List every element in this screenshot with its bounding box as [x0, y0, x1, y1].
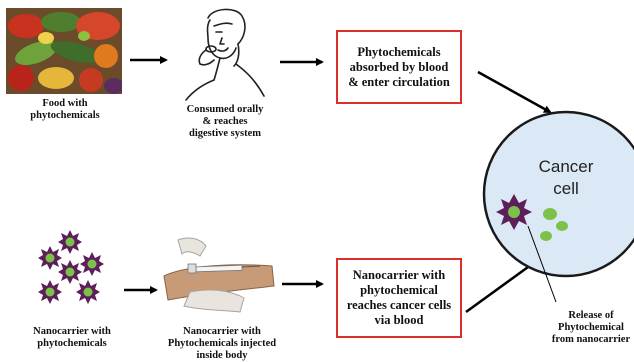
arrow-absorbed-to-cell [478, 72, 550, 112]
released-phytochemical [543, 208, 557, 220]
cancer-cell-label: Cancer cell [526, 156, 606, 200]
released-phytochemical [540, 231, 552, 241]
released-phytochemical [556, 221, 568, 231]
release-caption: Release of Phytochemical from nanocarrie… [548, 310, 634, 346]
